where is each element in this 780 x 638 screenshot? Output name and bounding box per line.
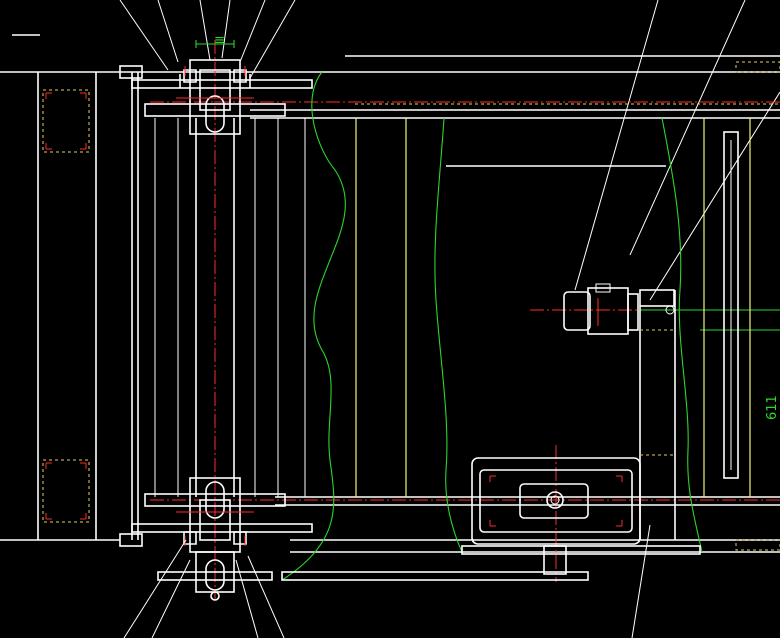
yellow-section-lines [355, 61, 780, 551]
right-slot-rail [723, 131, 739, 479]
break-lines [281, 71, 780, 581]
left-end-frame [37, 72, 97, 540]
motor [563, 283, 675, 335]
dimension-label-611: 611 [765, 395, 780, 420]
svg-text:≡: ≡ [214, 33, 225, 48]
frame-rails [0, 34, 780, 553]
top-shaft-assembly: ≡ [131, 33, 313, 135]
drum [119, 65, 306, 547]
bottom-shaft-assembly [131, 477, 313, 601]
leader-lines-bottom [123, 524, 651, 638]
gearbox [281, 457, 701, 581]
centre-lines [150, 40, 780, 600]
leader-lines-top [119, 0, 780, 301]
